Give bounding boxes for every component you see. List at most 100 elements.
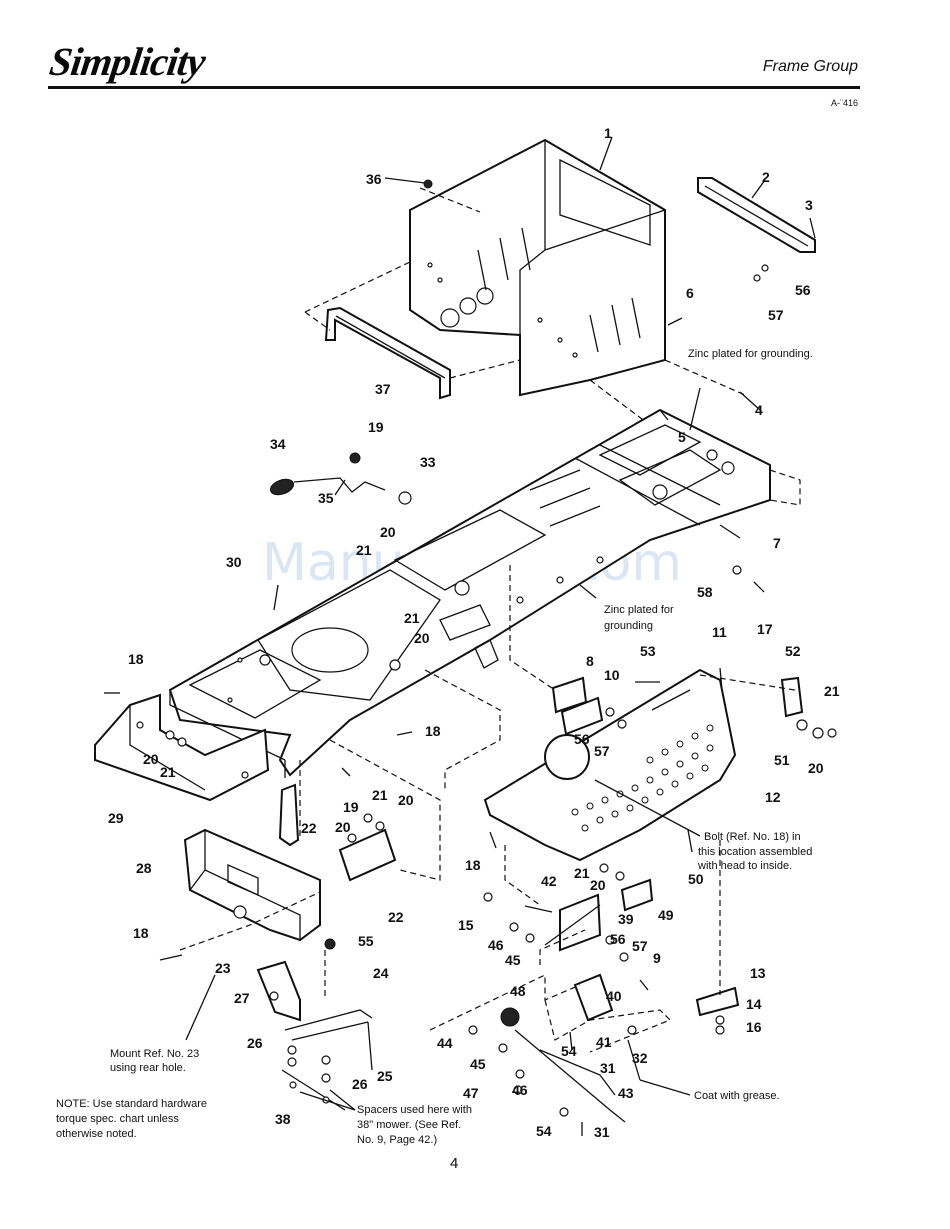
callout-18c: 18 bbox=[465, 857, 481, 873]
note-bolt-1: Bolt (Ref. No. 18) in bbox=[704, 831, 801, 843]
callout-27: 27 bbox=[234, 990, 250, 1006]
callout-21f: 21 bbox=[574, 865, 590, 881]
dash-housing-part-1 bbox=[409, 138, 666, 397]
callout-4: 4 bbox=[755, 402, 763, 418]
note-zinc-lower-1: Zinc plated for bbox=[604, 604, 674, 616]
bracket-part-22-right bbox=[338, 828, 397, 882]
callout-57: 57 bbox=[768, 307, 784, 323]
note-spacers-1: Spacers used here with bbox=[357, 1104, 472, 1116]
bracket-part-52 bbox=[780, 676, 804, 718]
support-bar-part-37 bbox=[324, 306, 451, 400]
callout-39: 39 bbox=[618, 911, 634, 927]
callout-13: 13 bbox=[750, 965, 766, 981]
note-bolt-3: with head to inside. bbox=[697, 860, 792, 872]
callout-5: 5 bbox=[678, 429, 686, 445]
callout-56c: 56 bbox=[610, 931, 626, 947]
rod-part-43 bbox=[514, 1029, 626, 1123]
callout-22b: 22 bbox=[388, 909, 404, 925]
callout-21: 21 bbox=[356, 542, 372, 558]
bracket-part-13 bbox=[695, 986, 740, 1017]
callout-42: 42 bbox=[541, 873, 557, 889]
callout-10: 10 bbox=[604, 667, 620, 683]
note-spacers-2: 38" mower. (See Ref. bbox=[357, 1119, 461, 1131]
callout-7: 7 bbox=[773, 535, 781, 551]
callout-46: 46 bbox=[488, 937, 504, 953]
callout-31: 31 bbox=[600, 1060, 616, 1076]
callout-23: 23 bbox=[215, 960, 231, 976]
linkage-part-40 bbox=[573, 973, 614, 1022]
callout-57c: 57 bbox=[632, 938, 648, 954]
callout-41: 41 bbox=[596, 1034, 612, 1050]
callout-34: 34 bbox=[270, 436, 286, 452]
note-grease: Coat with grease. bbox=[694, 1090, 780, 1102]
callout-53: 53 bbox=[640, 643, 656, 659]
note-general-3: otherwise noted. bbox=[56, 1128, 137, 1140]
callout-58: 58 bbox=[697, 584, 713, 600]
callout-20e: 20 bbox=[398, 792, 414, 808]
brackets-part-8-10 bbox=[551, 676, 604, 736]
callout-15: 15 bbox=[458, 917, 474, 933]
callout-18: 18 bbox=[128, 651, 144, 667]
callout-28: 28 bbox=[136, 860, 152, 876]
callout-18d: 18 bbox=[133, 925, 149, 941]
header-rule bbox=[48, 86, 860, 89]
callout-24: 24 bbox=[373, 965, 389, 981]
note-general-2: torque spec. chart unless bbox=[56, 1113, 179, 1125]
callout-48: 48 bbox=[510, 983, 526, 999]
assembly-guide-lines bbox=[179, 469, 801, 1053]
callout-20b: 20 bbox=[414, 630, 430, 646]
note-zinc-lower-2: grounding bbox=[604, 620, 653, 632]
callout-32: 32 bbox=[632, 1050, 648, 1066]
callout-8: 8 bbox=[586, 653, 594, 669]
callout-35: 35 bbox=[318, 490, 334, 506]
bracket-part-49 bbox=[620, 878, 654, 912]
callout-21d: 21 bbox=[160, 764, 176, 780]
front-bracket-part-29 bbox=[94, 693, 270, 802]
callout-20c: 20 bbox=[808, 760, 824, 776]
callout-30: 30 bbox=[226, 554, 242, 570]
callout-11: 11 bbox=[712, 624, 727, 640]
callout-20g: 20 bbox=[590, 877, 606, 893]
front-weight-bracket-part-28 bbox=[183, 828, 321, 942]
callout-19: 19 bbox=[368, 419, 384, 435]
callout-45b: 45 bbox=[470, 1056, 486, 1072]
callout-21b: 21 bbox=[404, 610, 420, 626]
callout-51: 51 bbox=[774, 752, 790, 768]
note-bolt-2: this location assembled bbox=[698, 846, 812, 858]
callout-31b: 31 bbox=[594, 1124, 610, 1140]
callout-54b: 54 bbox=[536, 1123, 552, 1139]
note-general-1: NOTE: Use standard hardware bbox=[56, 1098, 207, 1110]
callout-46b: 46 bbox=[512, 1082, 528, 1098]
callout-36: 36 bbox=[366, 171, 382, 187]
callout-21c: 21 bbox=[824, 683, 840, 699]
callout-45: 45 bbox=[505, 952, 521, 968]
callout-29: 29 bbox=[108, 810, 124, 826]
callout-38: 38 bbox=[275, 1111, 291, 1127]
callout-12: 12 bbox=[765, 789, 781, 805]
note-mount-2: using rear hole. bbox=[110, 1062, 186, 1074]
callout-54: 54 bbox=[561, 1043, 577, 1059]
callout-3: 3 bbox=[805, 197, 813, 213]
callout-19b: 19 bbox=[343, 799, 359, 815]
callout-47: 47 bbox=[463, 1085, 479, 1101]
callout-25: 25 bbox=[377, 1068, 393, 1084]
diagram-notes: Zinc plated for grounding. Zinc plated f… bbox=[56, 348, 813, 1146]
note-spacers-3: No. 9, Page 42.) bbox=[357, 1134, 437, 1146]
callout-57b: 57 bbox=[594, 743, 610, 759]
callout-16: 16 bbox=[746, 1019, 762, 1035]
callout-26: 26 bbox=[247, 1035, 263, 1051]
callout-20: 20 bbox=[380, 524, 396, 540]
callout-26b: 26 bbox=[352, 1076, 368, 1092]
callout-21e: 21 bbox=[372, 787, 388, 803]
callout-33: 33 bbox=[420, 454, 436, 470]
callout-37: 37 bbox=[375, 381, 391, 397]
callout-50: 50 bbox=[688, 871, 704, 887]
callout-labels: 1 2 3 36 56 6 57 37 4 5 19 34 33 35 20 7… bbox=[108, 125, 840, 1140]
callout-14: 14 bbox=[746, 996, 762, 1012]
section-title: Frame Group bbox=[762, 58, 858, 75]
callout-52: 52 bbox=[785, 643, 801, 659]
note-mount-1: Mount Ref. No. 23 bbox=[110, 1048, 199, 1060]
callout-20f: 20 bbox=[335, 819, 351, 835]
